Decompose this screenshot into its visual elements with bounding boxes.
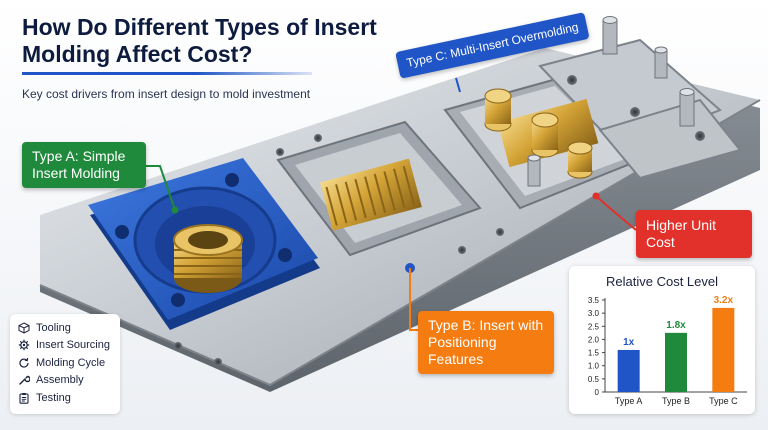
type-b-mold-cavity	[276, 120, 482, 273]
y-tick-label: 0	[595, 388, 600, 397]
legend-label: Assembly	[36, 374, 84, 387]
wrench-icon	[19, 376, 30, 385]
y-tick-label: 0.5	[588, 375, 600, 384]
chart-title: Relative Cost Level	[606, 274, 718, 289]
legend-label: Testing	[36, 391, 71, 404]
cube-icon	[18, 322, 30, 334]
gear-icon	[18, 340, 30, 351]
bar-type-c	[712, 307, 735, 392]
legend-item-tooling: Tooling	[18, 319, 112, 337]
callout-connectors	[146, 77, 637, 331]
x-category-label: Type A	[615, 396, 643, 406]
y-tick-label: 3.5	[588, 296, 600, 305]
bar-type-a	[617, 349, 640, 392]
y-tick-label: 3.0	[588, 309, 600, 318]
cost-driver-legend: Tooling Insert Sourcing Molding Cycle As…	[10, 314, 120, 414]
page-title: How Do Different Types of Insert Molding…	[22, 14, 377, 67]
bar-data-label: 1x	[623, 337, 635, 348]
callout-higher-cost: Higher Unit Cost	[636, 210, 752, 258]
x-category-label: Type C	[709, 396, 738, 406]
title-underline	[22, 72, 312, 75]
clipboard-icon	[19, 392, 29, 404]
legend-item-molding-cycle: Molding Cycle	[18, 354, 112, 372]
y-tick-label: 2.5	[588, 322, 600, 331]
y-tick-label: 1.0	[588, 362, 600, 371]
legend-item-insert-sourcing: Insert Sourcing	[18, 337, 112, 355]
y-tick-label: 2.0	[588, 335, 600, 344]
type-c-brass-posts	[484, 88, 593, 179]
legend-label: Molding Cycle	[36, 356, 106, 369]
bar-data-label: 3.2x	[714, 295, 734, 306]
callout-type-a: Type A: Simple Insert Molding	[22, 142, 146, 188]
callout-type-b: Type B: Insert with Positioning Features	[418, 311, 554, 374]
x-category-label: Type B	[662, 396, 690, 406]
bar-data-label: 1.8x	[666, 320, 686, 331]
bar-type-b	[665, 332, 687, 392]
legend-label: Tooling	[36, 321, 71, 334]
legend-item-testing: Testing	[18, 389, 112, 407]
legend-label: Insert Sourcing	[36, 339, 110, 352]
type-c-mold-blocks	[443, 16, 742, 210]
cycle-icon	[19, 357, 29, 368]
base-bolt-holes	[174, 134, 504, 366]
page-subtitle: Key cost drivers from insert design to m…	[22, 87, 311, 101]
type-a-brass-insert	[173, 224, 243, 293]
legend-item-assembly: Assembly	[18, 372, 112, 390]
y-tick-label: 1.5	[588, 349, 600, 358]
type-c-steel-pins	[527, 16, 695, 187]
